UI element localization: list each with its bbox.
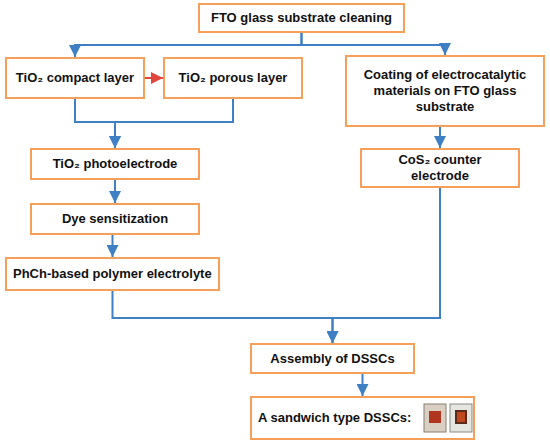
- box-label: CoS₂ counter electrode: [368, 152, 512, 184]
- flow-arrow: [75, 33, 302, 57]
- box-label: Coating of electrocatalytic materials on…: [353, 67, 537, 115]
- process-box: TiO₂ porous layer: [163, 57, 303, 99]
- box-label: TiO₂ porous layer: [171, 70, 295, 86]
- flow-arrow: [439, 127, 441, 148]
- process-box: TiO₂ photoelectrode: [30, 148, 200, 180]
- flow-arrow: [362, 374, 364, 396]
- box-label: Dye sensitization: [38, 211, 192, 227]
- process-box: A sandwich type DSSCs:: [250, 396, 475, 440]
- process-box: Dye sensitization: [30, 203, 200, 235]
- flow-arrow: [114, 180, 116, 203]
- flow-arrow: [115, 99, 233, 148]
- box-label: FTO glass substrate cleaning: [206, 10, 397, 26]
- box-label: A sandwich type DSSCs:: [258, 410, 419, 426]
- process-box: TiO₂ compact layer: [5, 57, 145, 99]
- flow-arrow: [75, 99, 115, 148]
- process-box: CoS₂ counter electrode: [360, 148, 520, 188]
- process-box: FTO glass substrate cleaning: [198, 3, 405, 33]
- process-box: Coating of electrocatalytic materials on…: [345, 55, 545, 127]
- flow-arrow: [112, 235, 114, 257]
- box-label: Assembly of DSSCs: [258, 351, 407, 367]
- flow-arrow: [302, 33, 446, 55]
- flow-arrow: [333, 188, 441, 343]
- process-box: PhCh-based polymer electrolyte: [5, 257, 220, 291]
- box-label: PhCh-based polymer electrolyte: [13, 266, 212, 282]
- flow-arrow: [113, 291, 333, 343]
- process-box: Assembly of DSSCs: [250, 343, 415, 374]
- box-label: TiO₂ photoelectrode: [38, 156, 192, 172]
- box-label: TiO₂ compact layer: [13, 70, 137, 86]
- flow-arrow: [145, 77, 163, 79]
